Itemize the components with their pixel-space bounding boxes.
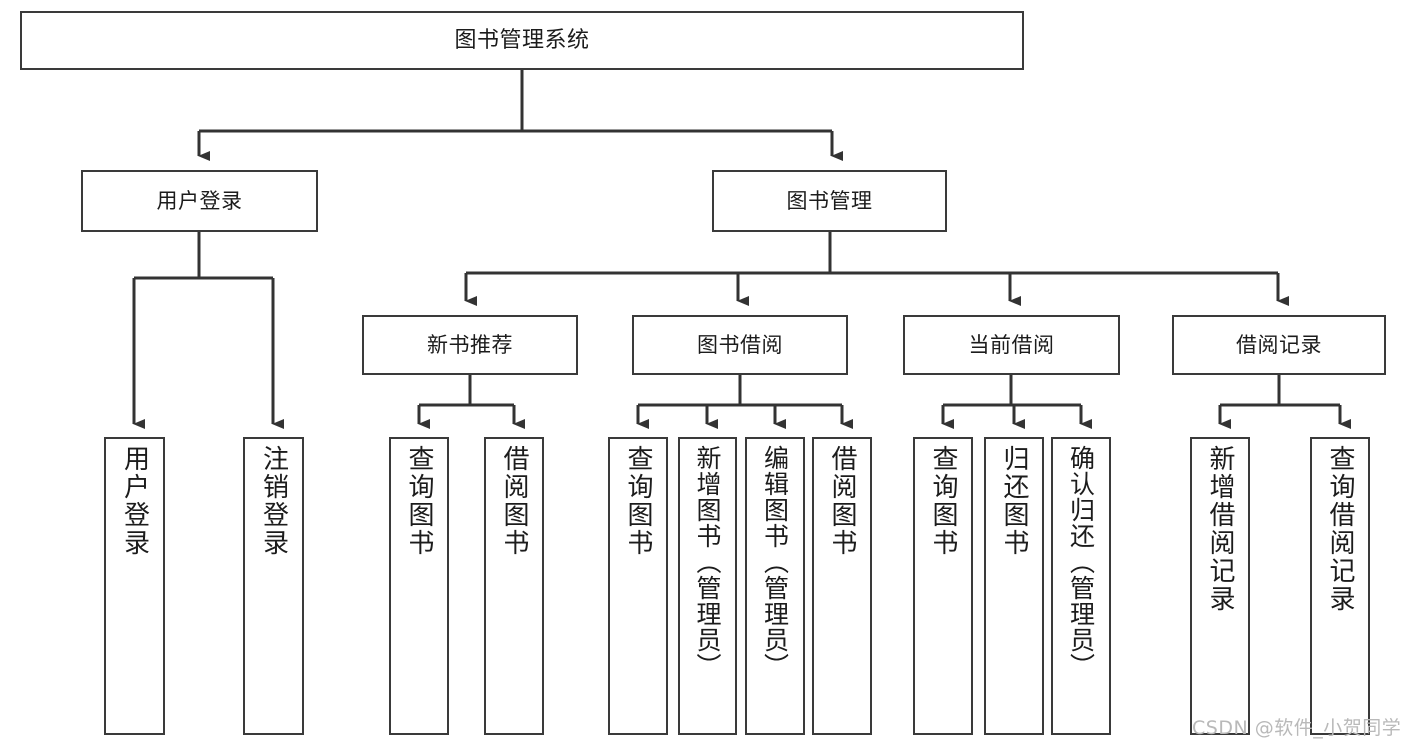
node-leaf-borrow-book-rec[interactable]: 借阅图书 [484, 437, 544, 735]
node-leaf-return-book-label: 归还图书 [999, 445, 1029, 557]
node-leaf-query-record-label: 查询借阅记录 [1325, 445, 1355, 613]
node-new-book-rec-label: 新书推荐 [427, 332, 513, 357]
node-borrow-record[interactable]: 借阅记录 [1172, 315, 1386, 375]
node-book-manage-label: 图书管理 [786, 188, 873, 213]
node-book-borrow-label: 图书借阅 [697, 332, 783, 357]
node-leaf-query-book-cur-label: 查询图书 [928, 445, 958, 557]
node-book-borrow[interactable]: 图书借阅 [632, 315, 848, 375]
node-book-manage[interactable]: 图书管理 [712, 170, 947, 232]
node-leaf-borrow-book-label: 借阅图书 [827, 445, 857, 557]
node-leaf-add-book-label: 新增图书（管理员） [693, 445, 722, 679]
node-leaf-query-book-borrow-label: 查询图书 [623, 445, 653, 557]
node-current-borrow[interactable]: 当前借阅 [903, 315, 1120, 375]
node-leaf-query-book-rec[interactable]: 查询图书 [389, 437, 449, 735]
node-root[interactable]: 图书管理系统 [20, 11, 1024, 70]
node-leaf-confirm-return[interactable]: 确认归还（管理员） [1051, 437, 1111, 735]
node-borrow-record-label: 借阅记录 [1236, 332, 1322, 357]
node-leaf-borrow-book-rec-label: 借阅图书 [499, 445, 529, 557]
node-leaf-query-book-cur[interactable]: 查询图书 [913, 437, 973, 735]
node-current-borrow-label: 当前借阅 [968, 332, 1055, 357]
node-leaf-borrow-book[interactable]: 借阅图书 [812, 437, 872, 735]
node-user-login[interactable]: 用户登录 [81, 170, 318, 232]
node-leaf-return-book[interactable]: 归还图书 [984, 437, 1044, 735]
node-leaf-add-record[interactable]: 新增借阅记录 [1190, 437, 1250, 735]
node-new-book-rec[interactable]: 新书推荐 [362, 315, 578, 375]
node-leaf-logout-label: 注销登录 [258, 445, 289, 557]
csdn-watermark: CSDN @软件_小贺同学 [1192, 717, 1402, 739]
node-leaf-edit-book[interactable]: 编辑图书（管理员） [745, 437, 805, 735]
node-leaf-user-login[interactable]: 用户登录 [104, 437, 165, 735]
node-leaf-query-book-borrow[interactable]: 查询图书 [608, 437, 668, 735]
node-leaf-query-record[interactable]: 查询借阅记录 [1310, 437, 1370, 735]
node-leaf-confirm-return-label: 确认归还（管理员） [1066, 445, 1096, 679]
node-leaf-logout[interactable]: 注销登录 [243, 437, 304, 735]
node-leaf-edit-book-label: 编辑图书（管理员） [760, 445, 790, 679]
node-leaf-add-record-label: 新增借阅记录 [1205, 445, 1235, 613]
node-leaf-query-book-rec-label: 查询图书 [404, 445, 434, 557]
node-user-login-label: 用户登录 [156, 188, 243, 213]
node-root-label: 图书管理系统 [454, 27, 590, 53]
node-leaf-add-book[interactable]: 新增图书（管理员） [678, 437, 737, 735]
node-leaf-user-login-label: 用户登录 [119, 445, 150, 557]
